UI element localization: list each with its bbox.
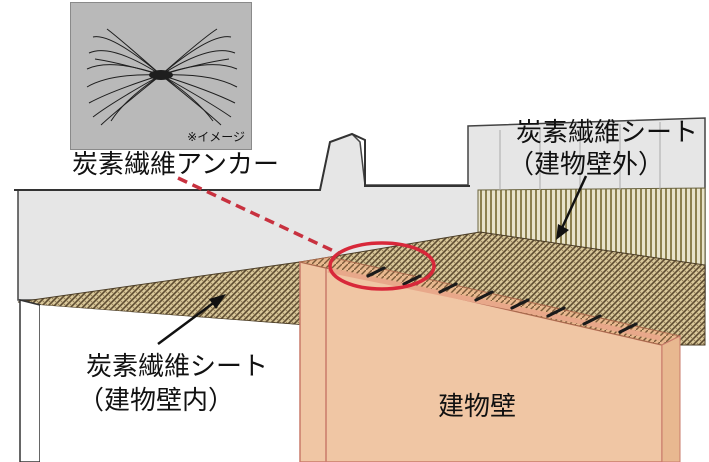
anchor-leader-line [177,176,341,256]
outer-sheet-arrow [556,175,588,240]
anchor-mark [366,266,386,278]
anchor-highlight-circle [328,241,436,291]
wall-top-pink-band [327,267,661,341]
parapet-top-edge [14,132,470,191]
anchor-mark [582,314,602,326]
outer-sheet-label-line2: （建物壁外） [508,150,665,180]
anchor-label: 炭素繊維アンカー [72,150,279,180]
anchor-mark [474,290,494,302]
building-wall-side [661,335,681,462]
anchor-row [366,266,638,334]
outer-wall-panel-lines [499,122,661,190]
anchor-mark [510,298,530,310]
outer-sheet-label-line1: 炭素繊維シート [516,118,699,148]
anchor-mark [438,282,458,294]
inner-sheet-label-line2: （建物壁内） [78,386,235,416]
anchor-mark [546,306,566,318]
anchor-mark [402,274,422,286]
inner-wall-white [40,305,300,462]
anchor-bowtie-image [86,28,238,126]
anchor-photo-inset: ※イメージ [70,2,252,150]
photo-caption: ※イメージ [187,130,245,144]
inner-wall-left [19,299,41,462]
inner-sheet-label-line1: 炭素繊維シート [86,352,269,382]
inner-sheet-arrow [157,294,226,346]
wall-label: 建物壁 [438,392,517,422]
anchor-mark [618,322,638,334]
